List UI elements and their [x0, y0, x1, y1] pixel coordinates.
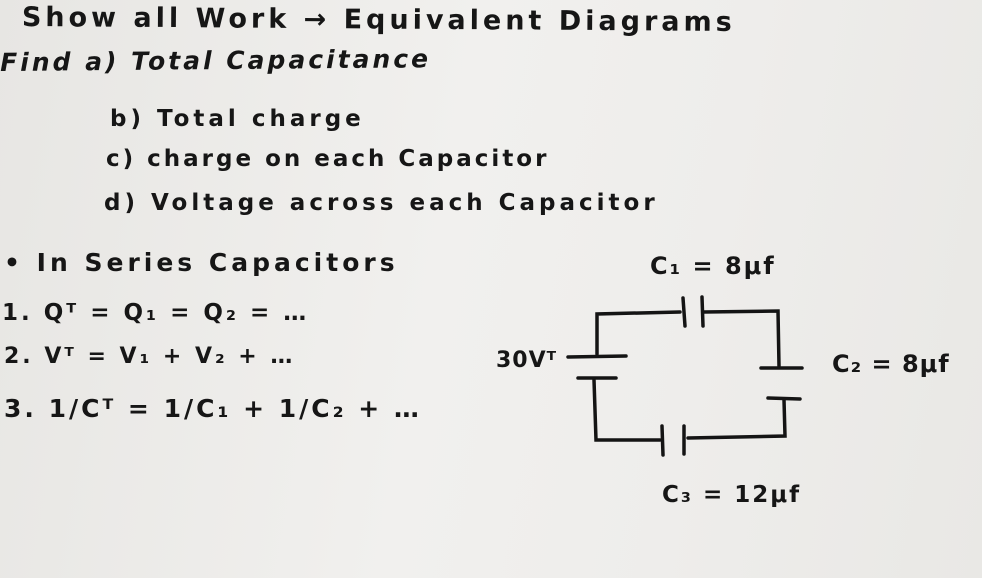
c1-plate-left [681, 296, 687, 328]
series-rule-charge: 1. Qᵀ = Q₁ = Q₂ = … [2, 300, 310, 326]
wire-top-left [595, 310, 682, 356]
c3-label: C₃ = 12μf [662, 482, 802, 508]
question-d: d) Voltage across each Capacitor [104, 190, 659, 216]
c2-label: C₂ = 8μf [832, 350, 950, 378]
question-b: b) Total charge [110, 106, 365, 132]
series-heading: • In Series Capacitors [4, 248, 399, 277]
question-c: c) charge on each Capacitor [106, 146, 550, 172]
c3-plate-left [660, 424, 665, 457]
series-rule-capacitance: 3. 1/Cᵀ = 1/C₁ + 1/C₂ + … [4, 394, 422, 423]
battery-plate-long [566, 354, 628, 359]
wire-bottom-left [592, 378, 662, 442]
source-voltage-label: 30Vᵀ [496, 348, 558, 373]
series-rule-voltage: 2. Vᵀ = V₁ + V₂ + … [4, 344, 296, 369]
wire-top-right [702, 309, 781, 368]
wire-right-lower [686, 398, 787, 440]
c1-label: C₁ = 8μf [650, 252, 776, 280]
